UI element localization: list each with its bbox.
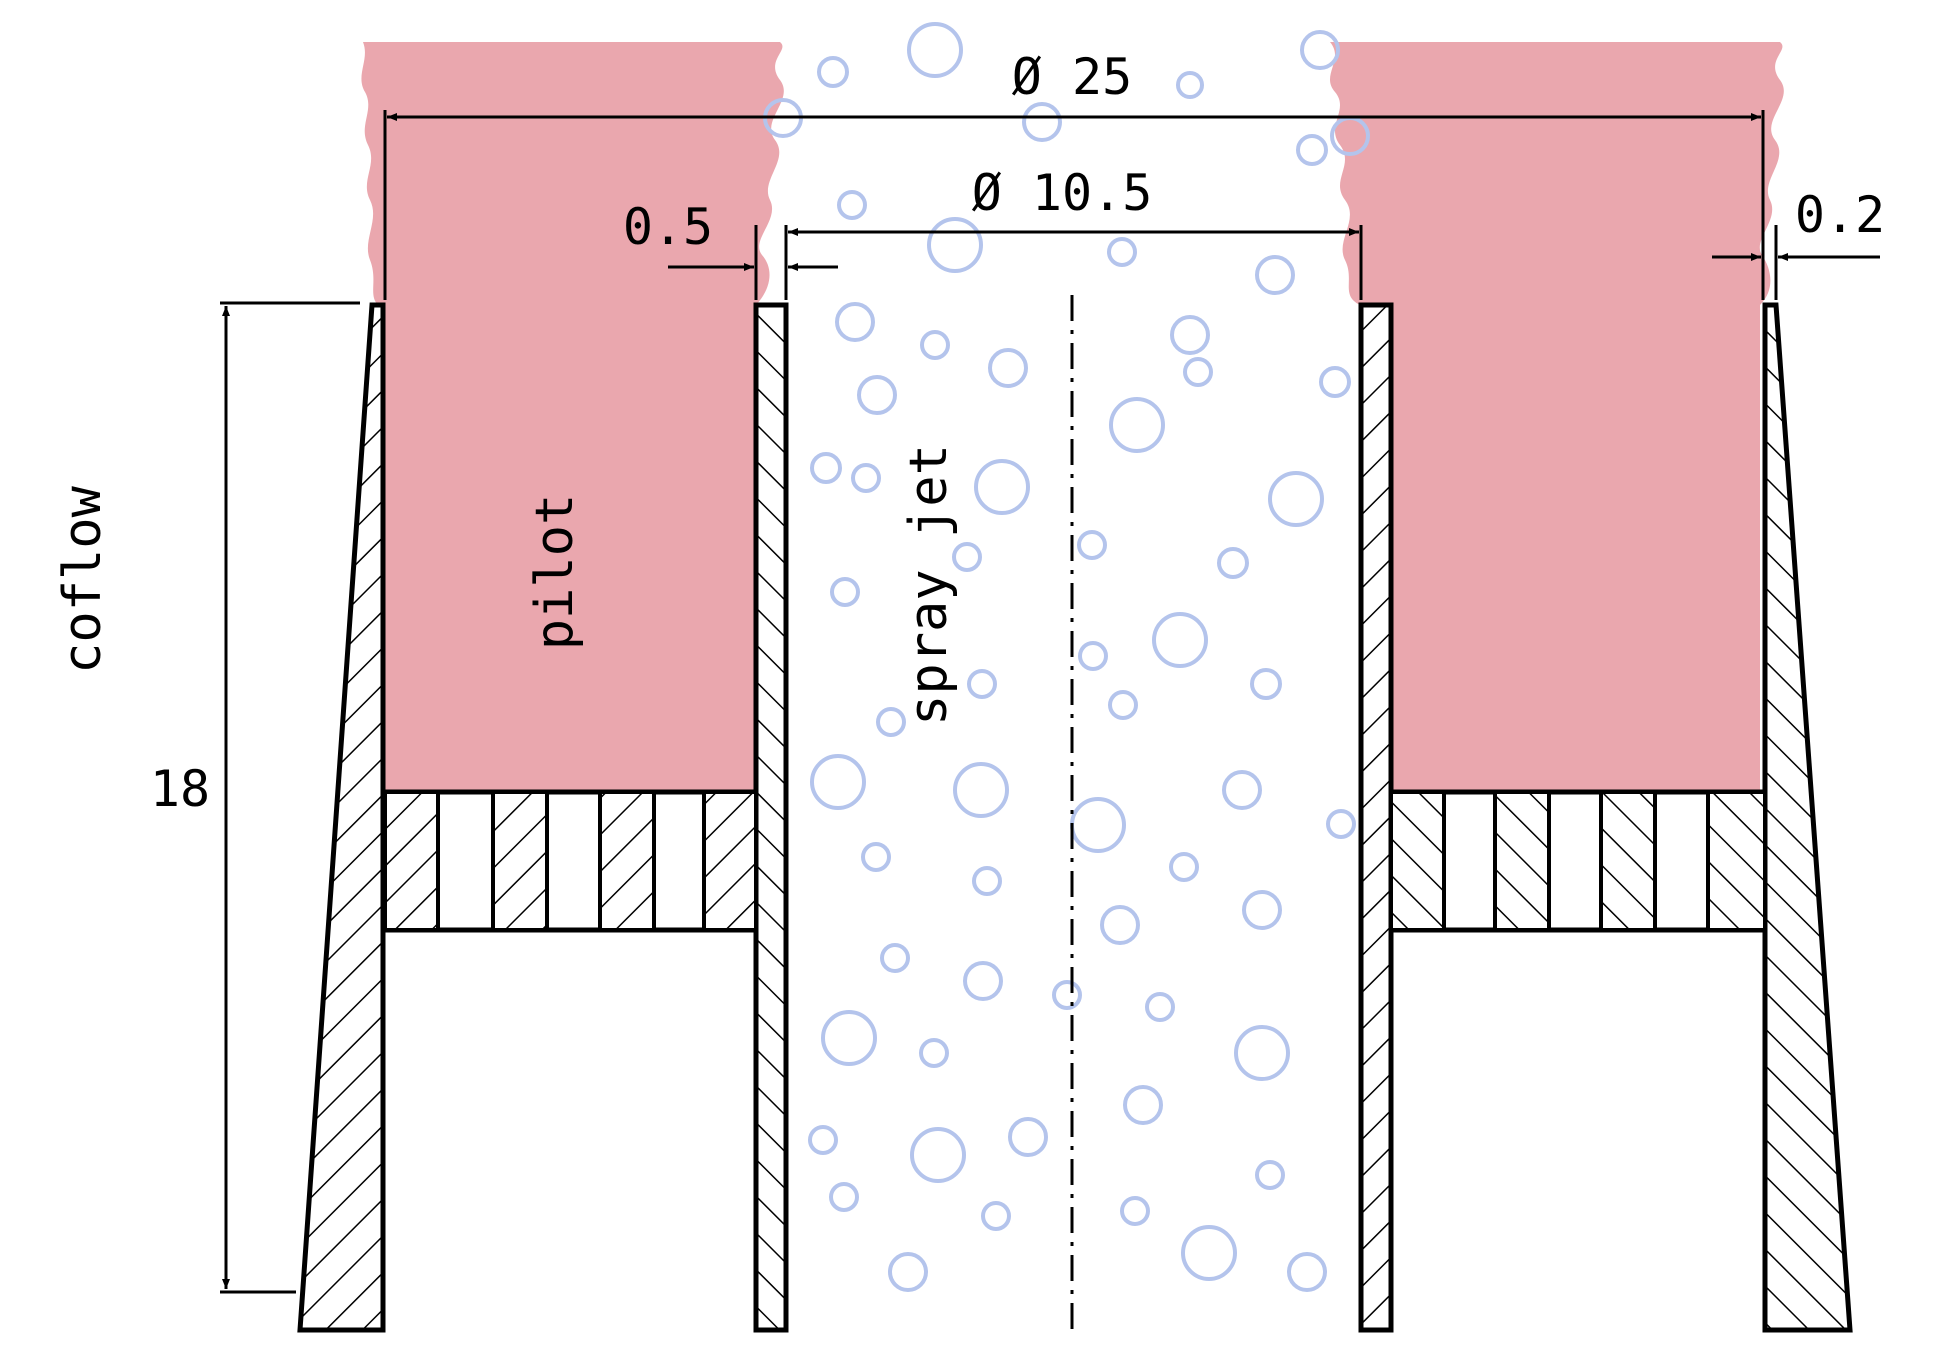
spray-droplet [808, 1125, 838, 1155]
inner-diameter-dimension [784, 225, 1363, 300]
spray-droplet [967, 669, 997, 699]
coflow-label: coflow [53, 485, 113, 674]
spray-droplet [876, 707, 906, 737]
pilot-wall-left [753, 302, 789, 1333]
pilot-flame-right [1330, 42, 1784, 792]
spray-droplet [1300, 30, 1340, 70]
spray-droplet [829, 1182, 859, 1212]
spray-droplet [861, 842, 891, 872]
pilot-label: pilot [525, 494, 585, 651]
outer-diameter-dimension [383, 110, 1765, 300]
spray-droplet [1108, 690, 1138, 720]
spray-droplet [1181, 1225, 1237, 1281]
outer-diameter-label: Ø 25 [1012, 48, 1132, 106]
spray-jet-label: spray jet [899, 444, 959, 726]
coflow-wall-thickness-label: 0.2 [1795, 186, 1885, 244]
spray-droplet [1077, 530, 1107, 560]
spray-droplet [1234, 1025, 1290, 1081]
spray-droplet [1123, 1085, 1163, 1125]
spray-droplet [1052, 980, 1082, 1010]
spray-droplet [920, 330, 950, 360]
pilot-wall-right [1358, 302, 1394, 1333]
spray-droplet [1183, 357, 1213, 387]
spray-droplet [1109, 397, 1165, 453]
spray-droplet [1176, 71, 1204, 99]
spray-droplet [1170, 315, 1210, 355]
height-label: 18 [150, 760, 210, 818]
spray-droplet [1296, 134, 1328, 166]
spray-droplet [1120, 1196, 1150, 1226]
spray-droplet [817, 56, 849, 88]
pilot-wall-thickness-label: 0.5 [623, 198, 713, 256]
spray-droplet [857, 375, 897, 415]
spray-droplet [1217, 547, 1249, 579]
spray-droplet [1008, 1117, 1048, 1157]
spray-droplet [835, 302, 875, 342]
spray-droplet [837, 190, 867, 220]
spray-droplet [821, 1010, 877, 1066]
spray-droplet [981, 1201, 1011, 1231]
spray-droplet [810, 754, 866, 810]
spray-droplet [910, 1127, 966, 1183]
spray-droplet [1169, 852, 1199, 882]
perforated-plate-right [1388, 789, 1768, 933]
spray-droplet [888, 1252, 928, 1292]
spray-droplet [919, 1038, 949, 1068]
coflow-wall-right [1762, 302, 1853, 1333]
coflow-wall-left [297, 302, 386, 1333]
spray-droplet [1268, 471, 1324, 527]
spray-droplet [1078, 641, 1108, 671]
spray-droplet [1319, 366, 1351, 398]
perforated-plate-left [382, 789, 759, 933]
spray-droplet [1255, 1160, 1285, 1190]
spray-droplet [1022, 102, 1062, 142]
spray-droplets [763, 22, 1370, 1292]
pilot-flame-left [361, 42, 784, 792]
spray-droplet [952, 542, 982, 572]
spray-droplet [1152, 612, 1208, 668]
spray-droplet [972, 866, 1002, 896]
spray-droplet [1107, 237, 1137, 267]
spray-droplet [1326, 809, 1356, 839]
spray-droplet [851, 463, 881, 493]
spray-droplet [927, 217, 983, 273]
spray-droplet [1255, 255, 1295, 295]
spray-droplet [1100, 905, 1140, 945]
spray-droplet [1242, 890, 1282, 930]
spray-droplet [1250, 668, 1282, 700]
spray-droplet [953, 762, 1009, 818]
spray-droplet [880, 943, 910, 973]
spray-droplet [1070, 797, 1126, 853]
pilot-wall-thickness-dimension [668, 225, 838, 300]
spray-droplet [907, 22, 963, 78]
height-dimension [220, 301, 360, 1294]
spray-droplet [830, 577, 860, 607]
coflow-wall-thickness-dimension [1712, 225, 1880, 300]
inner-diameter-label: Ø 10.5 [972, 164, 1153, 222]
spray-droplet [974, 459, 1030, 515]
spray-droplet [1287, 1252, 1327, 1292]
spray-droplet [1145, 992, 1175, 1022]
spray-droplet [810, 452, 842, 484]
spray-droplet [1222, 770, 1262, 810]
spray-droplet [988, 348, 1028, 388]
spray-droplet [963, 961, 1003, 1001]
